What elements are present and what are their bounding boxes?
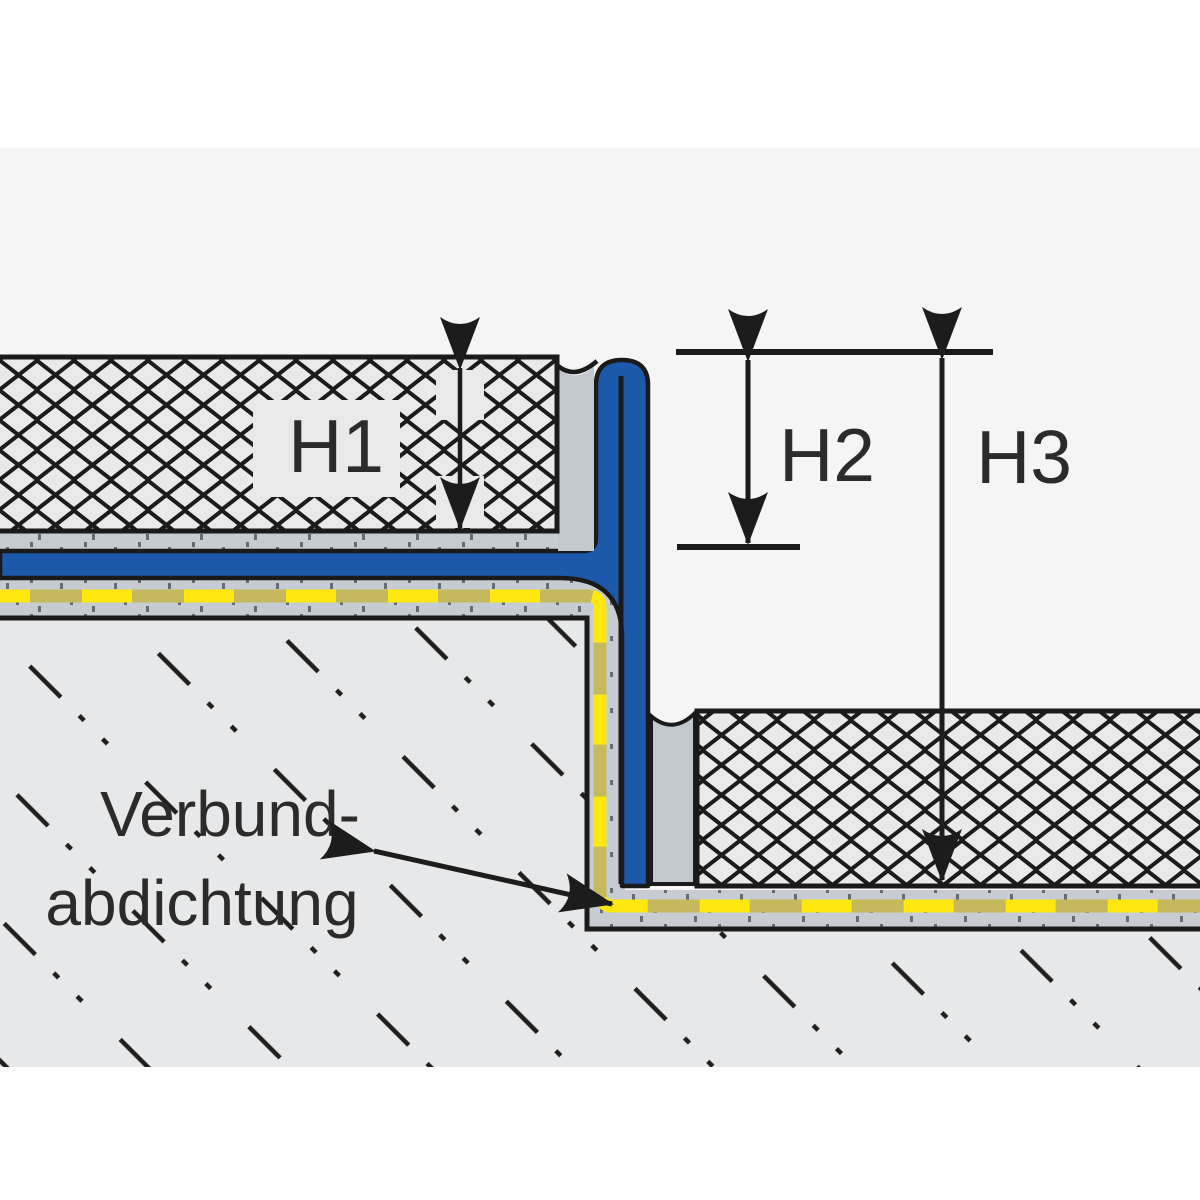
- h3-label: H3: [976, 415, 1072, 499]
- membrane-callout: Verbund- abdichtung: [45, 778, 614, 939]
- lower-tile-edge-strip: [649, 708, 697, 886]
- h2-label: H2: [779, 413, 875, 497]
- screed-layer: [0, 618, 1200, 1067]
- callout-line1: Verbund-: [100, 778, 360, 850]
- h1-label: H1: [288, 404, 384, 488]
- upper-thinset-layer: [0, 533, 596, 551]
- callout-double-arrow: [319, 820, 614, 913]
- lower-tile-layer: [694, 708, 1200, 889]
- screed-outline: [0, 615, 1200, 932]
- edge-profile: [0, 357, 651, 889]
- edge-profile-body: [0, 357, 651, 889]
- dimension-group: H2 H3: [676, 307, 1072, 882]
- callout-line2: abdichtung: [45, 867, 358, 939]
- h1-label-box: [253, 400, 400, 497]
